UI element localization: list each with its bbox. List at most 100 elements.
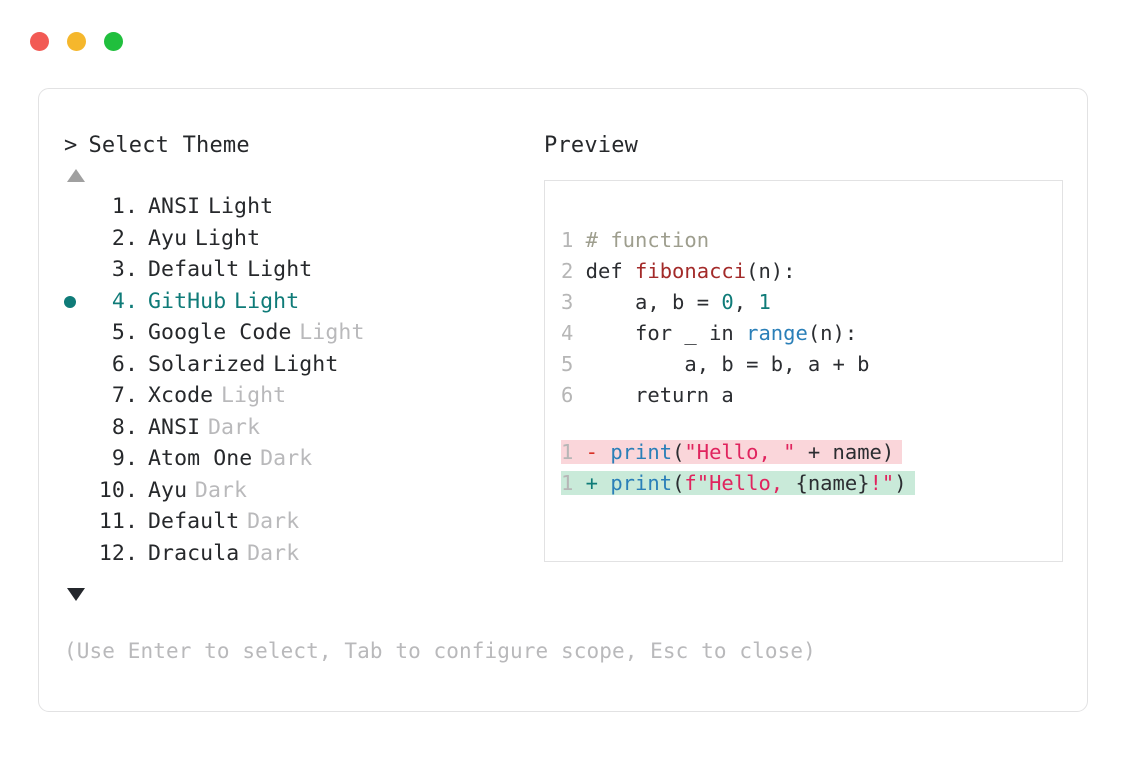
theme-list-item[interactable]: 6. Solarized Light (64, 352, 534, 384)
theme-list-item[interactable]: 3. Default Light (64, 257, 534, 289)
theme-item-index: 3. (111, 257, 138, 282)
code-token-str: f"Hello, (684, 471, 796, 495)
code-token-plain: a, b = (585, 290, 722, 314)
code-token-builtin: print (610, 440, 673, 464)
code-line: 2 def fibonacci(n): (545, 256, 1062, 287)
theme-item-index: 6. (111, 351, 138, 377)
theme-item-variant: Dark (260, 446, 313, 471)
scroll-up-arrow-icon[interactable] (67, 169, 85, 182)
line-number: 6 (561, 383, 574, 407)
code-token-builtin: range (746, 321, 808, 345)
minimize-window-button[interactable] (67, 32, 86, 51)
diff-line-del: 1- print("Hello, " + name) (545, 437, 903, 468)
code-token-plain: for _ in (585, 321, 747, 345)
diff-sample: 1- print("Hello, " + name)1+ print(f"Hel… (545, 437, 1062, 499)
theme-item-name: Ayu (148, 477, 188, 503)
theme-item-index: 9. (111, 446, 138, 471)
code-token-plain: ( (672, 440, 685, 464)
line-number: 5 (561, 352, 574, 376)
diff-highlight: 1+ print(f"Hello, {name}!") (561, 471, 915, 495)
code-token-plain: a, b = b, a + b (585, 352, 870, 376)
theme-item-variant: Dark (207, 414, 261, 440)
theme-item-name: ANSI (148, 414, 201, 440)
theme-item-variant: Light (247, 257, 313, 282)
code-token-plain: return a (585, 383, 734, 407)
theme-item-variant: Light (221, 383, 287, 408)
theme-item-variant: Dark (247, 509, 300, 534)
theme-item-index: 2. (111, 225, 138, 251)
code-line: 6 return a (545, 380, 1062, 411)
theme-item-name: Solarized (148, 351, 266, 377)
preview-label: Preview (544, 133, 639, 158)
code-token-str: !" (869, 471, 895, 495)
prompt-row: > Select Theme (64, 133, 534, 158)
theme-item-index: 12. (98, 540, 138, 566)
theme-list-item[interactable]: 11. Default Dark (64, 509, 534, 541)
theme-item-name: Default (148, 257, 240, 282)
code-token-plain: {name} (795, 471, 870, 495)
code-token-plain: (n): (746, 259, 796, 283)
theme-item-index: 8. (111, 414, 138, 440)
theme-item-name: Default (148, 509, 240, 534)
window-traffic-lights (30, 32, 123, 51)
close-window-button[interactable] (30, 32, 49, 51)
code-token-num: 0 (721, 290, 734, 314)
code-token-plain: ) (894, 471, 907, 495)
theme-item-variant: Light (273, 351, 339, 377)
maximize-window-button[interactable] (104, 32, 123, 51)
line-number: 1 (561, 440, 574, 464)
line-number: 2 (561, 259, 574, 283)
diff-line-ins: 1+ print(f"Hello, {name}!") (545, 468, 915, 499)
theme-item-name: Dracula (148, 540, 240, 566)
theme-item-name: ANSI (148, 194, 201, 219)
theme-item-variant: Light (234, 288, 300, 314)
selection-bullet-slot (64, 295, 92, 308)
code-line: 1 # function (545, 225, 1062, 256)
theme-item-index: 5. (111, 320, 138, 345)
code-token-num: 1 (758, 290, 771, 314)
code-token-plain: def (585, 259, 636, 283)
theme-item-index: 4. (111, 288, 138, 314)
theme-list-item[interactable]: 4. GitHub Light (64, 289, 534, 321)
code-token-builtin: print (610, 471, 673, 495)
theme-item-name: Ayu (148, 225, 188, 251)
diff-highlight: 1- print("Hello, " + name) (561, 440, 903, 464)
line-number: 1 (561, 471, 574, 495)
prompt-caret-icon: > (64, 133, 78, 158)
theme-list-item[interactable]: 9. Atom One Dark (64, 446, 534, 478)
code-token-comment: # function (585, 228, 710, 252)
code-line: 4 for _ in range(n): (545, 318, 1062, 349)
code-token-fn: fibonacci (635, 259, 747, 283)
line-number: 1 (561, 228, 574, 252)
line-number: 3 (561, 290, 574, 314)
code-line: 5 a, b = b, a + b (545, 349, 1062, 380)
theme-list-item[interactable]: 7. Xcode Light (64, 383, 534, 415)
code-token-plain: + name) (795, 440, 895, 464)
theme-item-name: Atom One (148, 446, 253, 471)
theme-item-variant: Dark (247, 540, 300, 566)
selected-bullet-icon (64, 295, 76, 308)
theme-item-variant: Dark (194, 477, 248, 503)
theme-item-index: 7. (111, 383, 138, 408)
code-token-plain: ( (672, 471, 685, 495)
theme-item-index: 11. (98, 509, 138, 534)
theme-item-name: Xcode (148, 383, 214, 408)
theme-item-index: 10. (98, 477, 138, 503)
scroll-down-arrow-icon[interactable] (67, 588, 85, 601)
code-token-plain: , (733, 290, 759, 314)
keyboard-hint: (Use Enter to select, Tab to configure s… (64, 639, 816, 663)
code-token-plain: (n): (807, 321, 858, 345)
diff-marker-del: - (585, 440, 611, 464)
code-token-str: "Hello, " (684, 440, 796, 464)
theme-list-item[interactable]: 12. Dracula Dark (64, 541, 534, 573)
theme-item-name: GitHub (148, 288, 227, 314)
